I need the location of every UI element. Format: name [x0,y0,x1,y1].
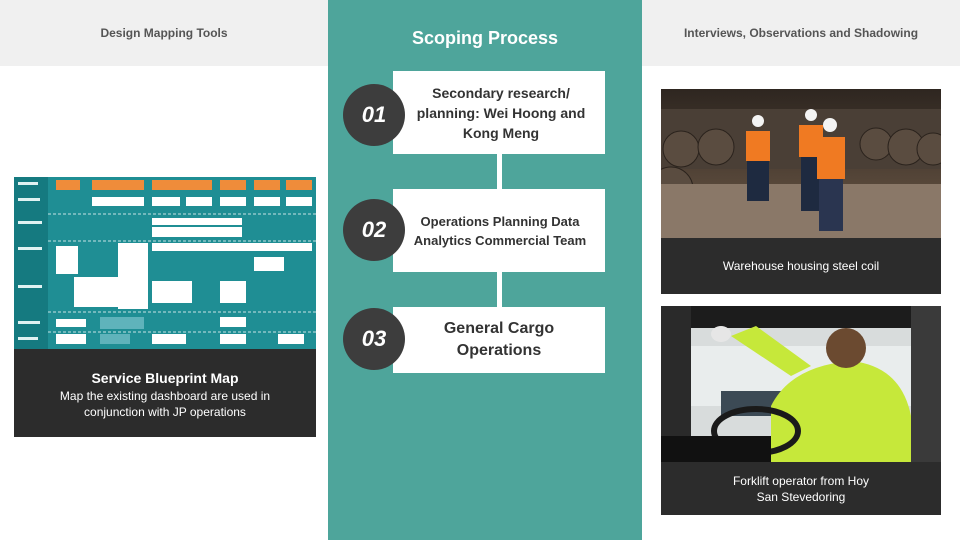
blueprint-caption: Service Blueprint Map Map the existing d… [14,349,316,437]
step-box-2: Operations Planning Data Analytics Comme… [393,189,605,272]
right-header-text: Interviews, Observations and Shadowing [683,26,919,40]
right-header: Interviews, Observations and Shadowing [642,0,960,66]
left-header-text: Design Mapping Tools [100,26,228,40]
connector-line-2 [497,272,502,307]
blueprint-caption-title: Service Blueprint Map [91,370,239,386]
scoping-title: Scoping Process [411,28,559,48]
step-text-2: Operations Planning Data Analytics Comme… [413,213,587,248]
connector-line-1 [497,154,502,189]
step-number-3: 03 [343,308,405,370]
step-text-3: General Cargo Operations [443,320,555,359]
step-number-1: 01 [343,84,405,146]
step-number-2: 02 [343,199,405,261]
warehouse-photo [661,89,941,238]
forklift-photo [661,306,941,462]
warehouse-caption: Warehouse housing steel coil [661,238,941,294]
warehouse-workers-icon [661,89,941,238]
left-header: Design Mapping Tools [0,0,328,66]
step-text-1: Secondary research/ planning: Wei Hoong … [416,84,586,141]
service-blueprint-image [14,177,316,349]
forklift-caption: Forklift operator from Hoy San Stevedori… [661,462,941,515]
blueprint-diagram-icon [14,177,316,349]
forklift-caption-text: Forklift operator from Hoy San Stevedori… [732,473,870,504]
step-box-1: Secondary research/ planning: Wei Hoong … [393,71,605,154]
warehouse-caption-text: Warehouse housing steel coil [722,259,880,273]
forklift-operator-icon [661,306,941,462]
blueprint-caption-text: Map the existing dashboard are used in c… [59,389,271,419]
step-box-3: General Cargo Operations [393,307,605,373]
